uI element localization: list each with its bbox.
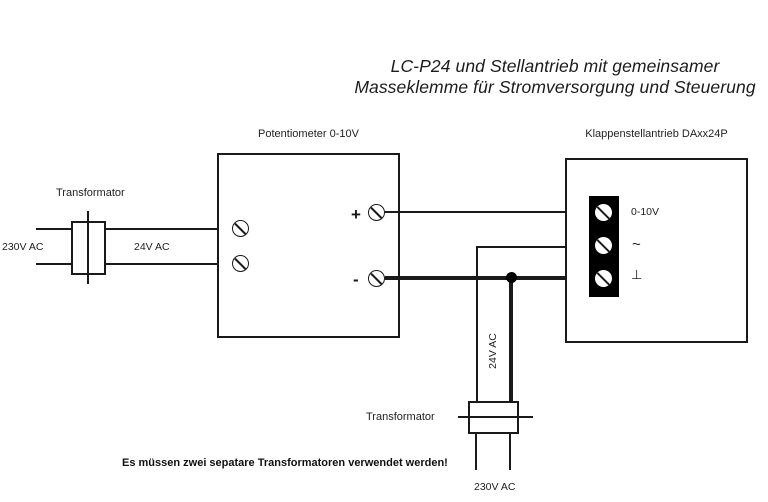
transformer-left-secondary-label: 24V AC	[134, 241, 170, 253]
transformer-left-core-icon	[87, 211, 89, 284]
screw-slot-icon	[596, 271, 611, 286]
screw-slot-icon	[370, 272, 383, 285]
screw-slot-icon	[234, 257, 247, 270]
wire-signal-0-10v	[385, 211, 590, 213]
transformer-bottom-label: Transformator	[366, 411, 435, 423]
wire-230v-top	[36, 228, 71, 230]
screw-terminal-plus-icon	[368, 204, 385, 221]
diagram-title-line2: Masseklemme für Stromversorgung und Steu…	[354, 77, 756, 97]
actuator-terminal-label-tilde: ~	[632, 236, 641, 253]
diagram-title: LC-P24 und Stellantrieb mit gemeinsamer …	[320, 56, 768, 98]
minus-sign-label: -	[353, 270, 359, 289]
screw-terminal-0-10v-icon	[595, 204, 612, 221]
screw-terminal-tilde-icon	[595, 237, 612, 254]
wire-230v-bottom-right	[509, 434, 511, 470]
screw-slot-icon	[370, 206, 383, 219]
diagram-title-line1: LC-P24 und Stellantrieb mit gemeinsamer	[390, 56, 720, 76]
wire-common-ground	[385, 276, 590, 280]
actuator-label: Klappenstellantrieb DAxx24P	[585, 128, 728, 140]
screw-slot-icon	[596, 238, 611, 253]
warning-note: Es müssen zwei sepatare Transformatoren …	[122, 457, 448, 469]
potentiometer-label: Potentiometer 0-10V	[258, 128, 359, 140]
wire-24v-top	[106, 228, 233, 230]
transformer-bottom-core-icon	[458, 416, 533, 418]
wire-supply-vertical	[476, 246, 478, 401]
potentiometer-box	[217, 153, 400, 338]
transformer-bottom-secondary-label: 24V AC	[487, 333, 499, 369]
wire-ground-vertical	[509, 278, 513, 401]
transformer-bottom-primary-label: 230V AC	[474, 481, 516, 493]
screw-slot-icon	[234, 222, 247, 235]
transformer-left-label: Transformator	[56, 187, 125, 199]
wire-24v-bottom	[106, 263, 233, 265]
actuator-terminal-label-ground: ⊥	[631, 267, 643, 282]
junction-dot-icon	[506, 272, 517, 283]
actuator-terminal-label-0-10v: 0-10V	[631, 206, 660, 218]
wire-supply-tilde	[477, 246, 590, 248]
screw-terminal-icon	[232, 255, 249, 272]
plus-sign-label: +	[351, 205, 361, 224]
screw-terminal-ground-icon	[595, 270, 612, 287]
screw-terminal-minus-icon	[368, 270, 385, 287]
screw-terminal-icon	[232, 220, 249, 237]
wire-230v-bottom	[36, 263, 71, 265]
screw-slot-icon	[596, 205, 611, 220]
wire-230v-bottom-left	[475, 434, 477, 470]
transformer-left-primary-label: 230V AC	[2, 241, 44, 253]
